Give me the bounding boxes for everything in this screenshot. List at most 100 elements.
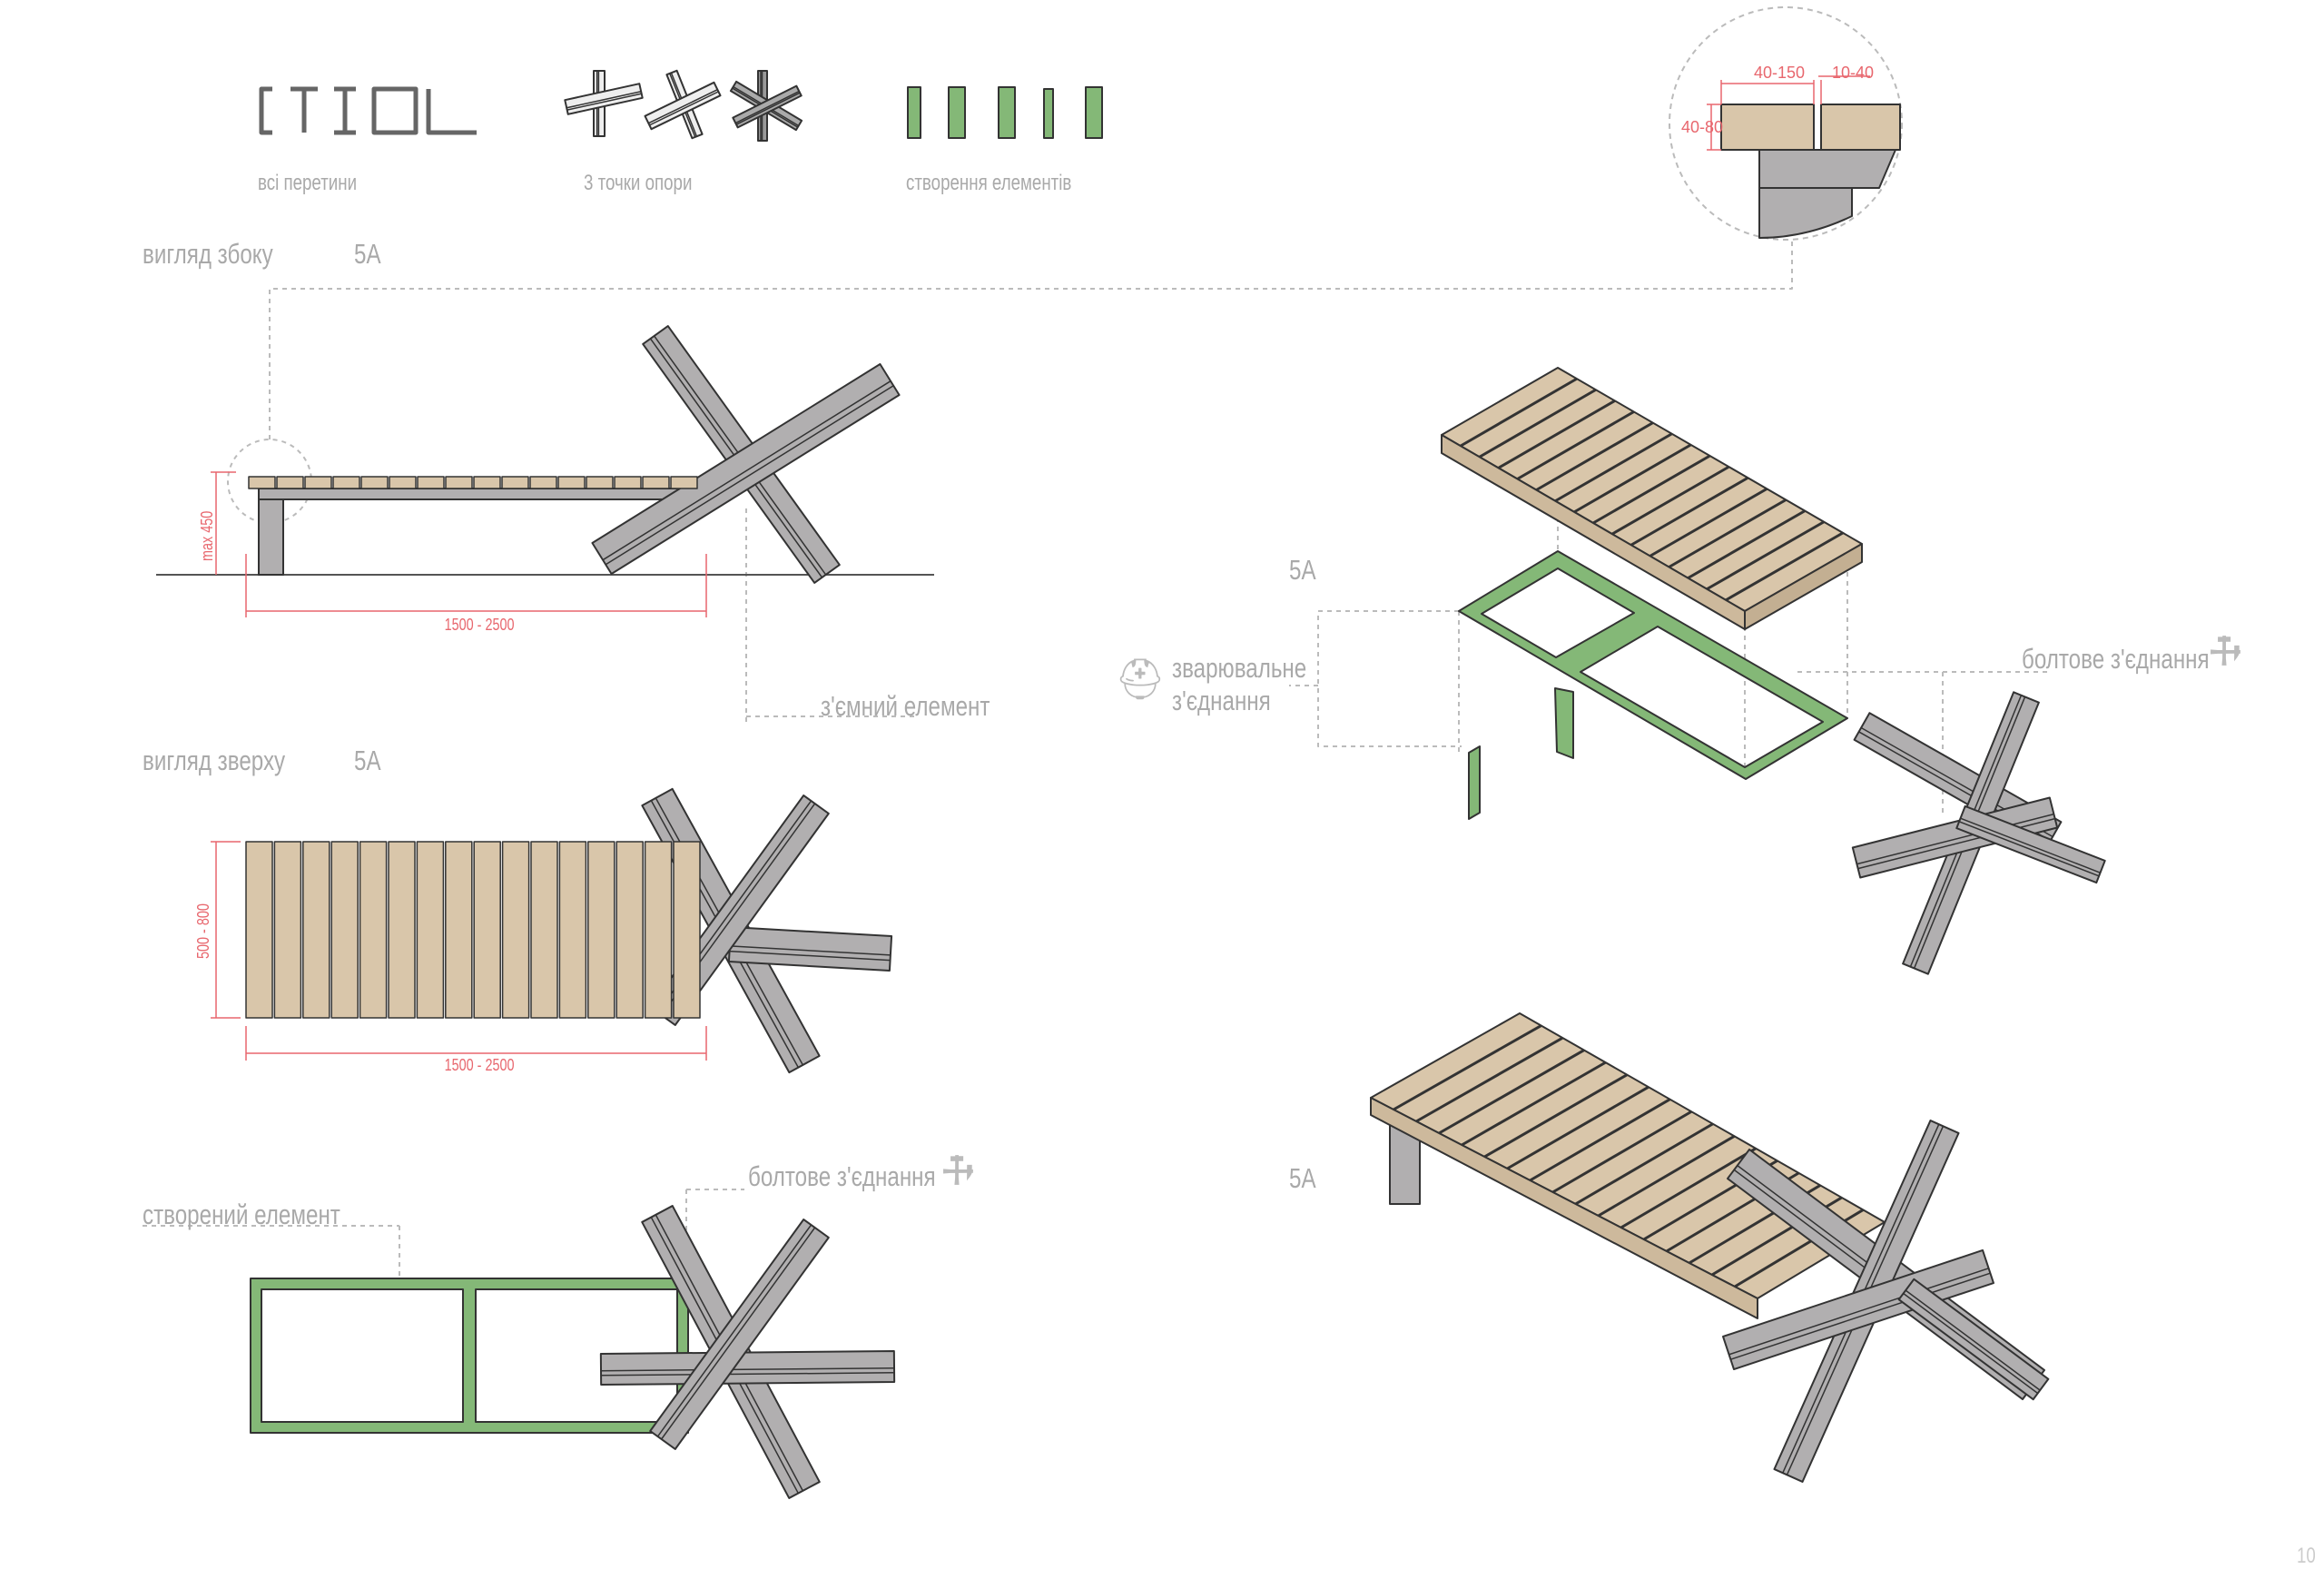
plank-gap (1438, 1049, 1585, 1135)
plank-gap (1535, 421, 1654, 491)
detail-height-dim: 40-80 (1681, 118, 1724, 136)
dimension-lines (211, 471, 707, 1061)
green-profile-elements-icon (907, 86, 1103, 139)
legend-label-elements: створення елементів (906, 171, 1072, 195)
legend-label-supports: 3 точки опори (584, 171, 693, 195)
seat-plank (445, 476, 473, 489)
beam-flange-line (1856, 813, 2054, 865)
weld-label-line2: з'єднання (1172, 685, 1271, 716)
beam-body (599, 1350, 896, 1386)
plank-gap (1706, 520, 1825, 591)
seat-plank (673, 841, 701, 1019)
beam-flange-line (601, 1372, 895, 1377)
beam-flange-line (649, 91, 719, 126)
beam-flange-line (661, 1227, 816, 1440)
top-width-dim: 500 - 800 (194, 903, 212, 959)
beam-flange-line (729, 945, 891, 956)
seat-plank (359, 841, 388, 1019)
steel-beam (591, 363, 901, 575)
steel-beam (732, 84, 803, 129)
beam-flange-line (566, 91, 642, 109)
beam-flange-line (566, 93, 642, 111)
seat-plank (388, 841, 416, 1019)
beam-flange-line (735, 92, 801, 125)
beam-flange-line (1903, 1292, 2039, 1395)
plank-gap (1478, 388, 1597, 459)
steel-beam (1851, 796, 2059, 879)
assembled-code: 5А (1289, 1162, 1316, 1194)
seat-plank (614, 476, 642, 489)
seat-plank (473, 841, 501, 1019)
seat-plank (248, 476, 276, 489)
beam-flange-line (1905, 1289, 2041, 1391)
steel-beam (649, 1219, 830, 1450)
seat-plank (670, 476, 698, 489)
exploded-seat (1441, 367, 1863, 630)
seat-plank (529, 476, 557, 489)
beam-flange-line (1857, 817, 2055, 870)
seat-plank (473, 476, 501, 489)
beam-flange-line (1730, 1272, 1991, 1360)
beam-flange-line (601, 1367, 895, 1372)
seat-plank (273, 841, 302, 1019)
beam-body (1897, 1278, 2050, 1401)
seat-plank (416, 841, 445, 1019)
detail-gap-dim: 10-40 (1832, 64, 1875, 82)
plank-gap (1516, 410, 1635, 480)
seat-plank (615, 841, 644, 1019)
steel-beam (564, 83, 644, 115)
detail-width-dim: 40-150 (1754, 64, 1806, 82)
plank-gap (1574, 1122, 1714, 1206)
plank-gap (1497, 400, 1616, 469)
side-view-code: 5А (354, 238, 381, 270)
plank-gap (1551, 1110, 1692, 1194)
welding-helmet-icon: ⛑ (1115, 657, 1166, 702)
seat-plank (501, 476, 529, 489)
frame-view-title: створений елемент (143, 1199, 340, 1230)
legend-label-intersections: всі перетини (258, 171, 358, 195)
plank-gap (1668, 498, 1787, 568)
steel-beam (599, 1350, 896, 1386)
exploded-code: 5А (1289, 554, 1316, 586)
seat-plank (276, 476, 304, 489)
plank-gap (1620, 1147, 1757, 1229)
steel-beam (1955, 804, 2106, 884)
plank-gap (1611, 465, 1730, 536)
plank-gap (1529, 1098, 1671, 1182)
top-view-title: вигляд зверху (143, 745, 286, 776)
seat-plank (389, 476, 417, 489)
top-length-dim: 1500 - 2500 (444, 1056, 515, 1074)
steel-beam (644, 81, 722, 131)
plank-gap (1415, 1036, 1564, 1123)
removable-element-label: з'ємний елемент (821, 690, 990, 722)
plank-gap (1393, 1024, 1542, 1111)
plank-gap (1506, 1085, 1649, 1170)
three-support-cross-icon (564, 69, 803, 142)
beam-flange-line (648, 89, 718, 124)
beam-body (649, 1219, 830, 1450)
plank-gap (1554, 432, 1673, 503)
seat-plank (304, 476, 332, 489)
seat-plank (587, 841, 615, 1019)
plank-gap (1483, 1073, 1628, 1159)
beam-flange-line (1960, 817, 2101, 873)
weld-label-line1: зварювальне (1172, 652, 1307, 684)
beam-body (591, 363, 901, 575)
joint-detail-circle (1669, 6, 1903, 241)
seat-plank (445, 841, 473, 1019)
beam-flange-line (656, 1224, 812, 1437)
seat-plank (332, 476, 360, 489)
side-length-dim: 1500 - 2500 (444, 616, 515, 634)
seat-plank (558, 841, 587, 1019)
steel-beam (1722, 1248, 1994, 1371)
side-view-title: вигляд збоку (143, 238, 273, 270)
beam-flange-line (1958, 821, 2100, 877)
top-view-code: 5А (354, 745, 381, 776)
exploded-frame (1458, 550, 1848, 820)
beam-flange-line (602, 380, 891, 561)
beam-flange-line (729, 950, 891, 962)
seat-plank (417, 476, 445, 489)
seat-plank (330, 841, 359, 1019)
seat-plank (360, 476, 389, 489)
